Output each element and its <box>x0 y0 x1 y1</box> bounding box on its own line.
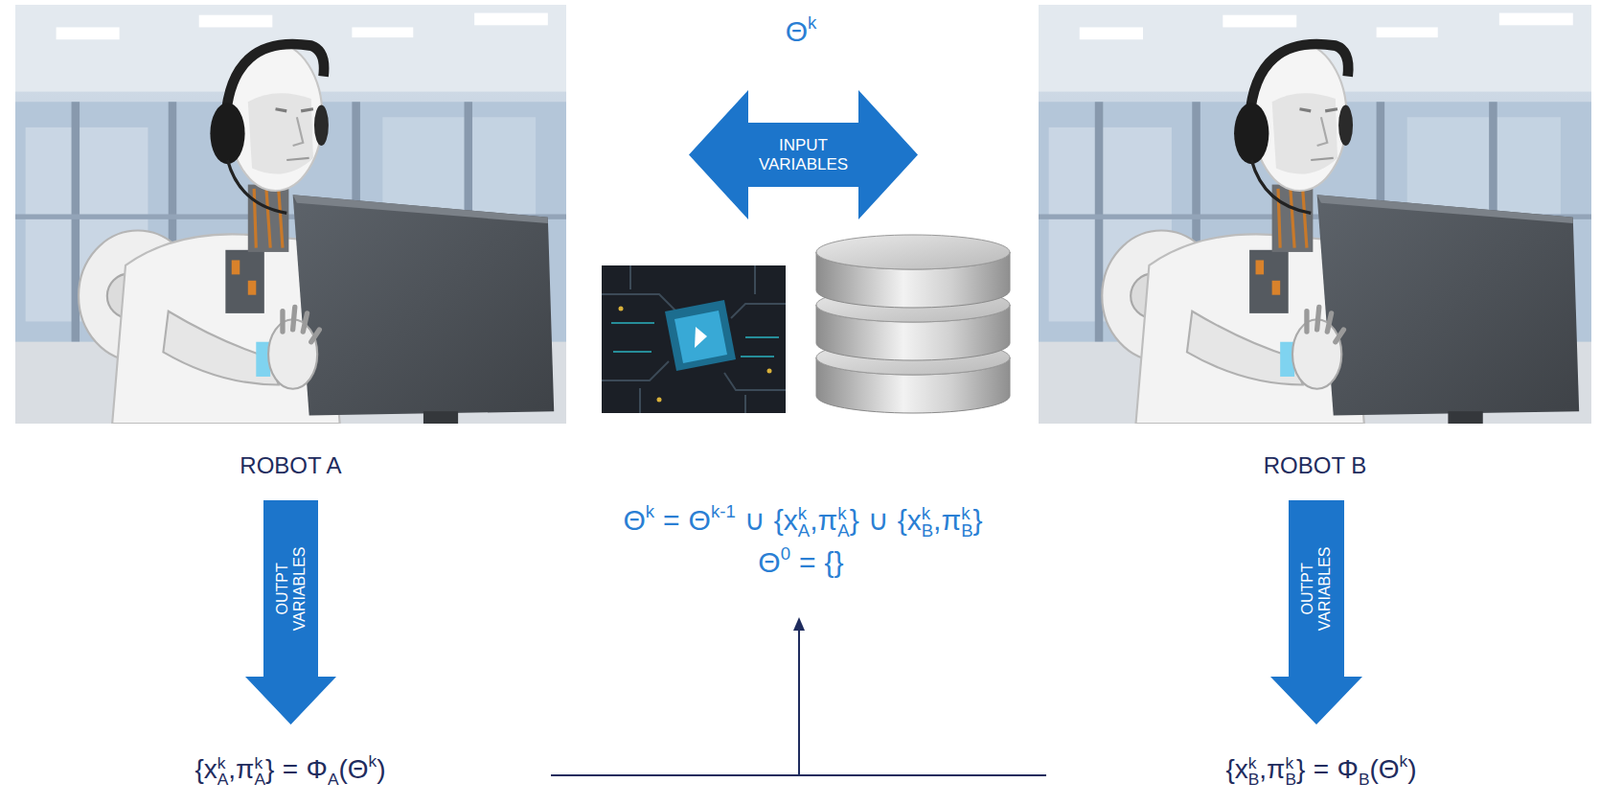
index-stack: kA <box>798 504 810 541</box>
formula-text: k <box>837 504 846 524</box>
processor-chip-picture <box>601 265 786 413</box>
formula-text: ,π <box>228 752 254 787</box>
formula-text: B <box>1358 768 1371 791</box>
formula-text: (Θ <box>338 752 368 787</box>
formula-text: {x <box>1225 752 1248 787</box>
index-stack: kA <box>837 504 849 541</box>
formula-text: Θ <box>757 543 780 581</box>
robot-panel: ROBOT A <box>15 4 567 424</box>
processor-chip-picture <box>664 299 736 371</box>
formula-text: ) <box>1407 752 1417 787</box>
index-stack: kB <box>1248 754 1260 789</box>
index-stack: kA <box>253 754 266 789</box>
formula-line: {xkA,πkA}=ΦA(Θk) <box>194 750 386 791</box>
formula-text: k <box>1284 754 1294 772</box>
feedback-line <box>798 628 800 776</box>
formula-text: k <box>1399 750 1409 773</box>
formula-text: B <box>921 522 934 541</box>
formula-text: B <box>960 522 973 541</box>
processor-chip-picture <box>601 265 786 413</box>
output-arrow: OUTPT VARIABLES <box>1270 500 1363 725</box>
index-stack: kB <box>1284 754 1297 789</box>
formula-text: = <box>662 501 681 539</box>
formula-text: ) <box>376 752 386 787</box>
formula-text: Θ <box>785 12 808 50</box>
formula-text: B <box>1284 771 1297 788</box>
formula-text: Θ <box>622 501 645 539</box>
arrow-label: INPUT VARIABLES <box>745 136 863 174</box>
processor-chip-picture <box>767 368 773 374</box>
formula-text: A <box>798 522 810 541</box>
formula-text: k <box>807 11 817 35</box>
processor-chip-picture <box>601 265 786 413</box>
index-stack: kB <box>921 504 934 541</box>
formula-text: {x <box>897 501 922 539</box>
formula-text: (Θ <box>1369 752 1399 787</box>
formula-line: {xkB,πkB}=ΦB(Θk) <box>1225 750 1417 791</box>
formula-text: ,π <box>1258 752 1285 787</box>
formula-text: = <box>1313 752 1329 787</box>
formula-text: k <box>798 504 807 524</box>
robot-illustration <box>15 4 567 424</box>
index-stack: kA <box>217 754 229 789</box>
formula-line: Θk <box>785 11 818 50</box>
formula-text: {x <box>774 501 799 539</box>
formula-text: {} <box>824 543 845 581</box>
feedback-line <box>793 617 805 631</box>
arrow-label: OUTPT VARIABLES <box>1299 534 1335 642</box>
feedback-line <box>550 617 1047 776</box>
formula-text: k <box>921 504 931 524</box>
formula-text: Φ <box>306 752 328 787</box>
robot-illustration <box>1038 4 1592 424</box>
database-picture <box>816 234 1010 413</box>
robot-panel: ROBOT B <box>1038 4 1592 424</box>
formula-text: ∪ <box>744 501 766 539</box>
formula-text: ,π <box>809 501 838 539</box>
formula-text: k <box>368 750 378 773</box>
formula-text: = <box>799 543 817 581</box>
processor-chip-picture <box>694 326 708 348</box>
formula-text: ∪ <box>868 501 890 539</box>
formula-text: A <box>837 522 849 541</box>
database-picture <box>816 234 1010 270</box>
formula-text: k <box>960 504 970 524</box>
formula-text: k-1 <box>710 500 736 524</box>
formula-text: {x <box>194 752 217 787</box>
arrow-shape <box>688 90 918 220</box>
formula-text: A <box>327 768 340 791</box>
arrow-label: OUTPT VARIABLES <box>273 534 309 642</box>
processor-chip-picture <box>674 310 728 364</box>
block-arrow <box>245 500 337 725</box>
formula-line: Θ0 ={} <box>757 542 844 581</box>
robot-name: ROBOT A <box>15 452 567 480</box>
processor-chip-picture <box>618 306 624 312</box>
input-arrow: INPUT VARIABLES <box>688 90 918 220</box>
robot-name: ROBOT B <box>1038 452 1592 480</box>
formula-text: A <box>217 771 229 788</box>
formula-text: A <box>253 771 266 788</box>
formula-text: k <box>217 754 227 772</box>
formula-text: = <box>282 752 298 787</box>
formula-text: } <box>849 501 860 539</box>
formula-text: } <box>265 752 275 787</box>
formula-text: } <box>1296 752 1305 787</box>
formula-text: B <box>1248 771 1260 788</box>
formula-line: Θk=Θk-1∪{xkA,πkA}∪{xkB,πkB} <box>622 500 983 541</box>
block-arrow <box>688 90 918 220</box>
formula-text: Φ <box>1337 752 1359 787</box>
formula-text: 0 <box>780 542 791 566</box>
formula-text: k <box>645 500 655 524</box>
formula-text: } <box>973 501 983 539</box>
block-arrow <box>1270 500 1363 725</box>
formula-text: k <box>1248 754 1258 772</box>
index-stack: kB <box>960 504 973 541</box>
formula-text: Θ <box>688 501 711 539</box>
output-arrow: OUTPT VARIABLES <box>245 500 337 725</box>
formula-text: ,π <box>933 501 961 539</box>
formula-text: k <box>253 754 263 772</box>
processor-chip-picture <box>657 397 663 403</box>
